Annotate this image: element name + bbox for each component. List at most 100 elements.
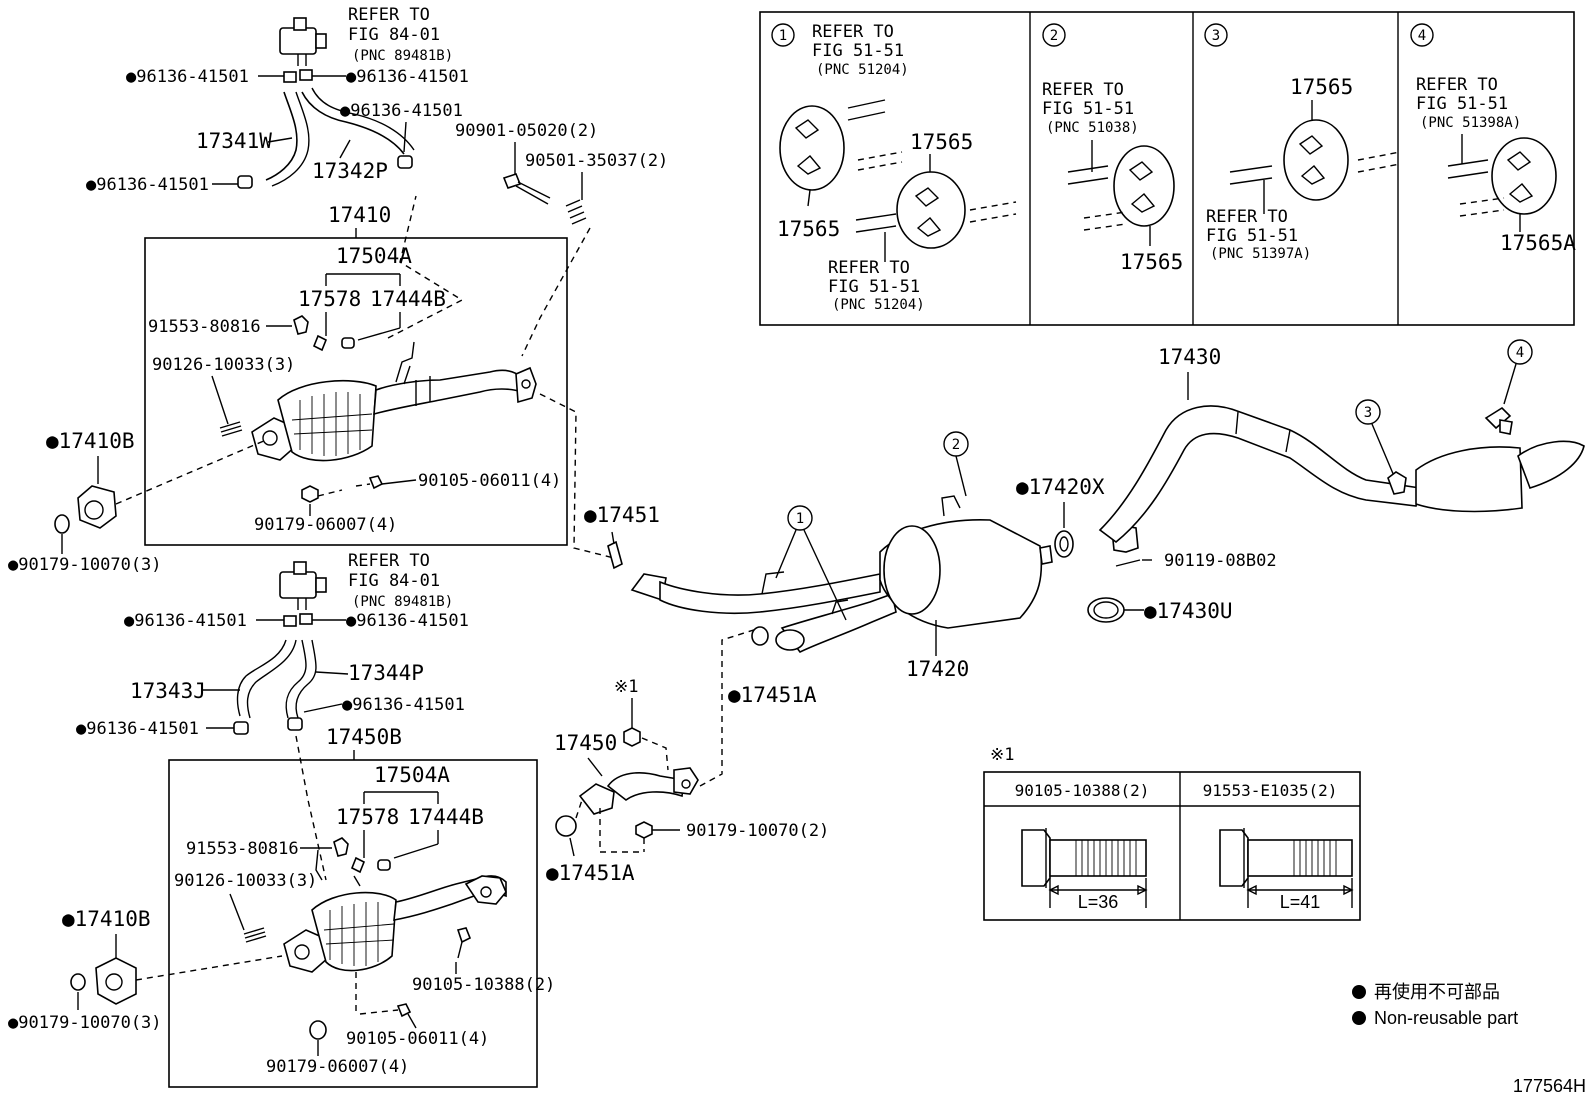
ref-text: (PNC 51038)	[1046, 120, 1139, 136]
callout-3-label: 3	[1364, 405, 1372, 421]
part-label: 17578	[298, 287, 361, 311]
part-label: 17565A	[1500, 231, 1576, 255]
callout-3-label: 3	[1212, 28, 1220, 44]
ref-text: (PNC 51397A)	[1210, 246, 1311, 262]
clamp-label: ●17430U	[1144, 599, 1233, 623]
clamp-label: ●96136-41501	[86, 175, 209, 195]
hanger-panel-4: 4 REFER TO FIG 51-51 (PNC 51398A) 17565A	[1410, 23, 1576, 255]
clamp-label: ●96136-41501	[340, 101, 463, 121]
callout-2-label: 2	[1050, 28, 1058, 44]
ref-text: REFER TO	[1042, 80, 1124, 100]
hanger-panel-2: 2 REFER TO FIG 51-51 (PNC 51038) 17565	[1042, 23, 1183, 274]
stud-label: 90126-10033(3)	[174, 871, 317, 891]
ref-text: FIG 51-51	[1206, 226, 1298, 246]
flange-bolt-icon	[1021, 828, 1148, 908]
gasket-label: ●17451A	[728, 683, 817, 707]
ref-text: REFER TO	[812, 22, 894, 42]
legend-en: Non-reusable part	[1374, 1008, 1518, 1028]
note-mark: ※1	[614, 677, 638, 697]
catalytic-converter	[283, 849, 507, 973]
catalytic-converter	[251, 341, 537, 462]
bolt-label: 90105-06011(4)	[346, 1029, 489, 1049]
note-mark: ※1	[990, 745, 1014, 765]
hanger-panel-1: 1 REFER TO FIG 51-51 (PNC 51204) 17565	[771, 22, 1017, 313]
ref-text: REFER TO	[348, 5, 430, 25]
ref-text: REFER TO	[1416, 75, 1498, 95]
part-label: 17565	[1120, 250, 1183, 274]
callout-4-label: 4	[1516, 345, 1524, 361]
nut-label: ●90179-10070(3)	[8, 1013, 162, 1033]
clamp-label: ●96136-41501	[346, 67, 469, 87]
nut-label: 90179-10070(2)	[686, 821, 829, 841]
part-label: 17444B	[370, 287, 446, 311]
gasket-label: ●17451A	[546, 861, 635, 885]
rubber-hanger-17565	[1067, 140, 1175, 231]
ref-text: FIG 51-51	[828, 277, 920, 297]
hanger-inset-panel: 1 REFER TO FIG 51-51 (PNC 51204) 17565	[759, 11, 1576, 326]
part-label: 17444B	[408, 805, 484, 829]
upper-sensor-group: REFER TO FIG 84-01 (PNC 89481B) ●96136-4…	[86, 5, 469, 195]
ref-text: FIG 51-51	[1042, 99, 1134, 119]
callout-1-label: 1	[796, 511, 804, 527]
legend: 再使用不可部品 Non-reusable part	[1352, 982, 1518, 1028]
bolt-label: 90105-10388(2)	[412, 975, 555, 995]
upper-catalyst-group: 17410 17504A 17578 17444B 91553-80816 90…	[144, 195, 568, 546]
assembly-label: 17410	[328, 203, 391, 227]
bolt-note-table: ※1 90105-10388(2) 91553-E1035(2) L=36	[983, 745, 1361, 921]
length-label: L=41	[1280, 892, 1321, 912]
tail-pipe-17430: 17430 3 4	[1098, 339, 1585, 544]
upper-gasket-group: ●17410B ●90179-10070(3)	[8, 429, 267, 575]
tail-label: 17430	[1158, 345, 1221, 369]
figure-id: 177564H	[1513, 1076, 1586, 1096]
rubber-hanger-17565	[1229, 119, 1401, 201]
gasket-17451-group: ●17451	[539, 393, 660, 570]
muffler-joint: ●17420X 90119-08B02 ●17430U	[1016, 475, 1277, 623]
flange-bolt-spring: 90901-05020(2) 90501-35037(2)	[455, 121, 668, 357]
clamp-label: ●96136-41501	[342, 695, 465, 715]
ref-text: REFER TO	[1206, 207, 1288, 227]
ref-text: REFER TO	[348, 551, 430, 571]
bolt-label: 91553-80816	[148, 317, 261, 337]
ref-text: (PNC 89481B)	[352, 594, 453, 610]
ref-text: FIG 84-01	[348, 571, 440, 591]
bolt-label: 90105-06011(4)	[418, 471, 561, 491]
muffler-label: 17420	[906, 657, 969, 681]
table-header: 91553-E1035(2)	[1203, 781, 1338, 800]
sub-assembly-label: 17504A	[374, 763, 450, 787]
gasket-label: ●17420X	[1016, 475, 1105, 499]
flange-bolt-icon	[1219, 828, 1354, 908]
clamp-label: ●96136-41501	[76, 719, 199, 739]
ref-text: FIG 51-51	[1416, 94, 1508, 114]
hose-label: 17341W	[196, 129, 272, 153]
lower-sensor-group: REFER TO FIG 84-01 (PNC 89481B) ●96136-4…	[76, 551, 469, 739]
sub-assembly-label: 17504A	[336, 244, 412, 268]
rubber-hanger-17565a	[1447, 134, 1557, 217]
bolt-label: 90119-08B02	[1164, 551, 1277, 571]
hose-label: 17344P	[348, 661, 424, 685]
lower-catalyst-group: 17450B 17504A 17578 17444B 91553-80816 9…	[168, 725, 555, 1088]
ref-text: (PNC 51204)	[816, 62, 909, 78]
rubber-hanger-17565	[855, 171, 1017, 249]
gasket-label: ●17451	[584, 503, 660, 527]
table-header: 90105-10388(2)	[1015, 781, 1150, 800]
clamp-label: ●96136-41501	[124, 611, 247, 631]
center-pipe-muffler: 2 1 17420 ●17451A	[630, 431, 1053, 707]
front-pipe-17450: ※1 17450 ●17451A 90179-10070(2)	[546, 627, 829, 885]
ref-text: FIG 84-01	[348, 25, 440, 45]
part-label: 17578	[336, 805, 399, 829]
lower-gasket-group: ●17410B ●90179-10070(3)	[8, 907, 283, 1033]
length-label: L=36	[1078, 892, 1119, 912]
legend-jp: 再使用不可部品	[1374, 982, 1500, 1002]
ref-text: (PNC 89481B)	[352, 48, 453, 64]
nut-label: 90179-06007(4)	[266, 1057, 409, 1077]
gasket-label: ●17410B	[62, 907, 151, 931]
hose-label: 17343J	[130, 679, 206, 703]
pipe-label: 17450	[554, 731, 617, 755]
assembly-label: 17450B	[326, 725, 402, 749]
nut-label: 90179-06007(4)	[254, 515, 397, 535]
part-label: 17565	[1290, 75, 1353, 99]
clamp-label: ●96136-41501	[346, 611, 469, 631]
part-label: 17565	[910, 130, 973, 154]
hose-label: 17342P	[312, 159, 388, 183]
